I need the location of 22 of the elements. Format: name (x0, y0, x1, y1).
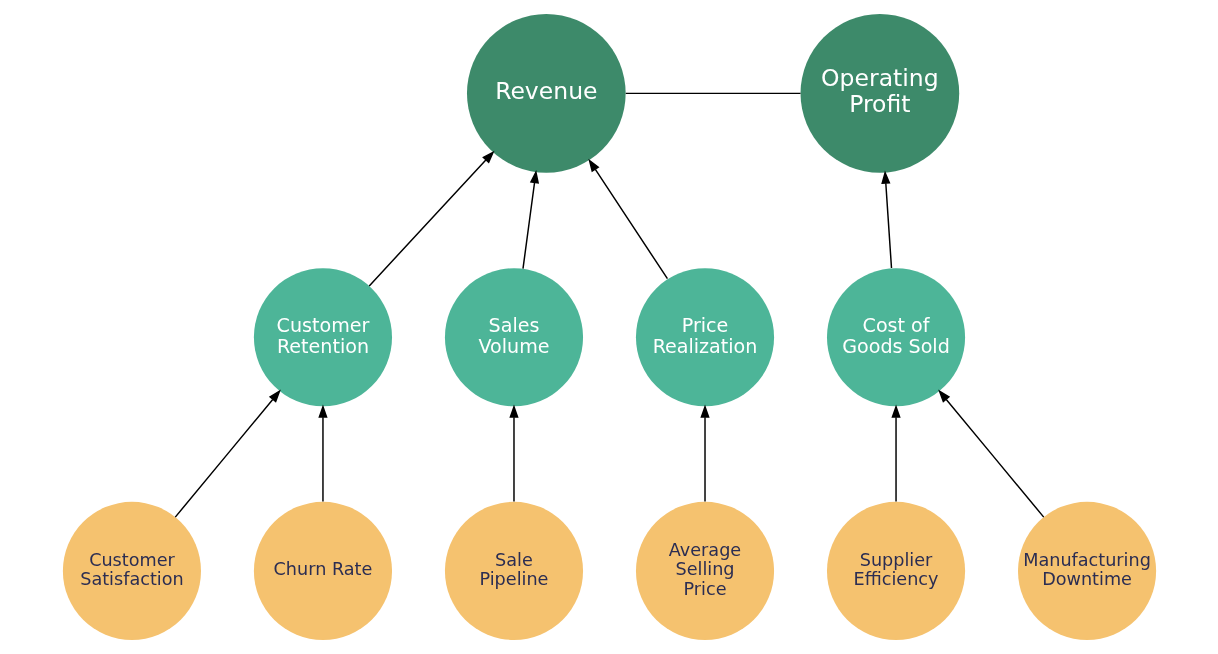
arrow (174, 389, 281, 518)
connector (624, 92, 801, 95)
arrow (890, 404, 901, 503)
node-circle: Average Selling Price (635, 501, 774, 640)
node-circle: Cost of Goods Sold (826, 268, 965, 407)
arrow (368, 150, 495, 287)
arrow (880, 170, 892, 269)
arrow (937, 389, 1044, 518)
node-circle: Price Realization (635, 268, 774, 407)
arrow (317, 404, 328, 503)
arrow (508, 404, 519, 503)
node-circle: Customer Retention (253, 268, 392, 407)
node-circle: Sales Volume (444, 268, 583, 407)
node-circle: Customer Satisfaction (62, 501, 201, 640)
node-circle: Churn Rate (253, 501, 392, 640)
node-circle: Manufacturing Downtime (1017, 501, 1156, 640)
arrow (699, 404, 710, 503)
arrow (521, 170, 539, 270)
arrow (587, 158, 668, 280)
node-circle: Supplier Efficiency (826, 501, 965, 640)
node-circle: Sale Pipeline (444, 501, 583, 640)
node-circle: Operating Profit (800, 14, 959, 173)
